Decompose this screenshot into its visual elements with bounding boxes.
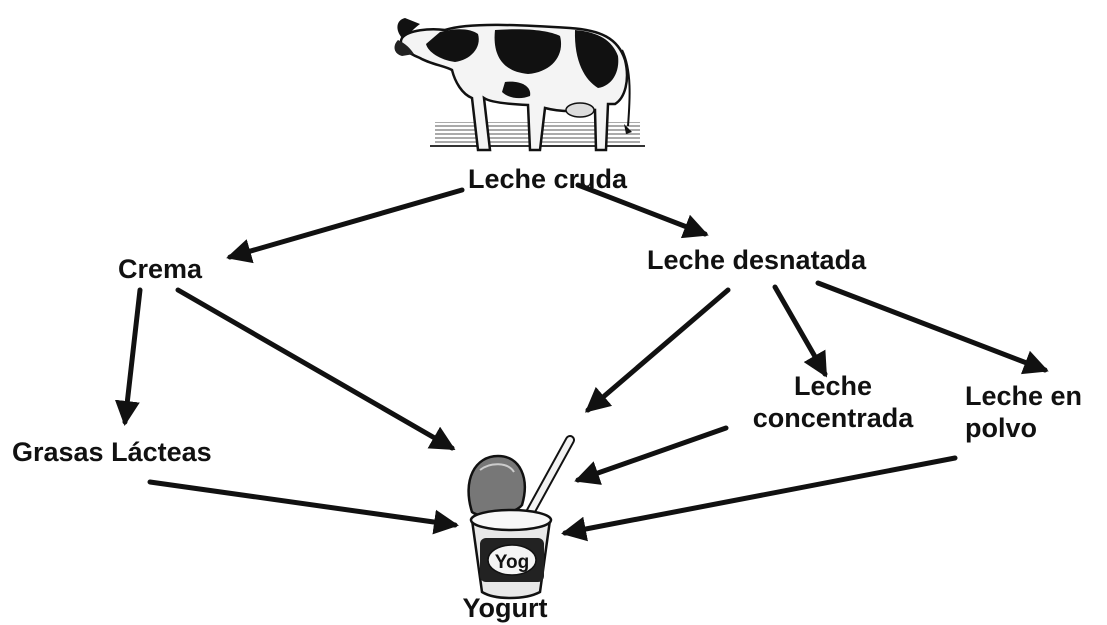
- arrow-concentrada-to-yogurt: [574, 425, 729, 485]
- arrow-desnatada-to-concentrada: [772, 284, 828, 378]
- arrow-cruda-to-crema: [226, 187, 465, 264]
- node-leche-en-polvo: Leche en polvo: [965, 381, 1083, 443]
- arrow-cruda-to-desnatada: [575, 182, 709, 239]
- arrow-polvo-to-yogurt: [561, 455, 958, 542]
- node-grasas-lacteas: Grasas Lácteas: [12, 437, 212, 467]
- arrow-grasas-to-yogurt: [147, 479, 459, 535]
- arrow-desnatada-to-polvo: [815, 280, 1049, 375]
- node-leche-concentrada: Leche concentrada: [752, 371, 914, 433]
- node-yogurt: Yogurt: [462, 593, 548, 623]
- flow-arrows: [114, 182, 1049, 542]
- node-leche-cruda: Leche cruda: [468, 164, 628, 194]
- node-crema: Crema: [118, 254, 203, 284]
- yogurt-cup-icon: Yog: [467, 435, 575, 600]
- arrow-crema-to-grasas: [114, 287, 143, 426]
- yogurt-cup-label: Yog: [495, 552, 529, 573]
- node-leche-desnatada: Leche desnatada: [647, 245, 867, 275]
- arrow-crema-to-yogurt: [175, 287, 456, 451]
- arrow-desnatada-to-yogurt: [584, 287, 731, 413]
- cow-icon: [394, 18, 645, 152]
